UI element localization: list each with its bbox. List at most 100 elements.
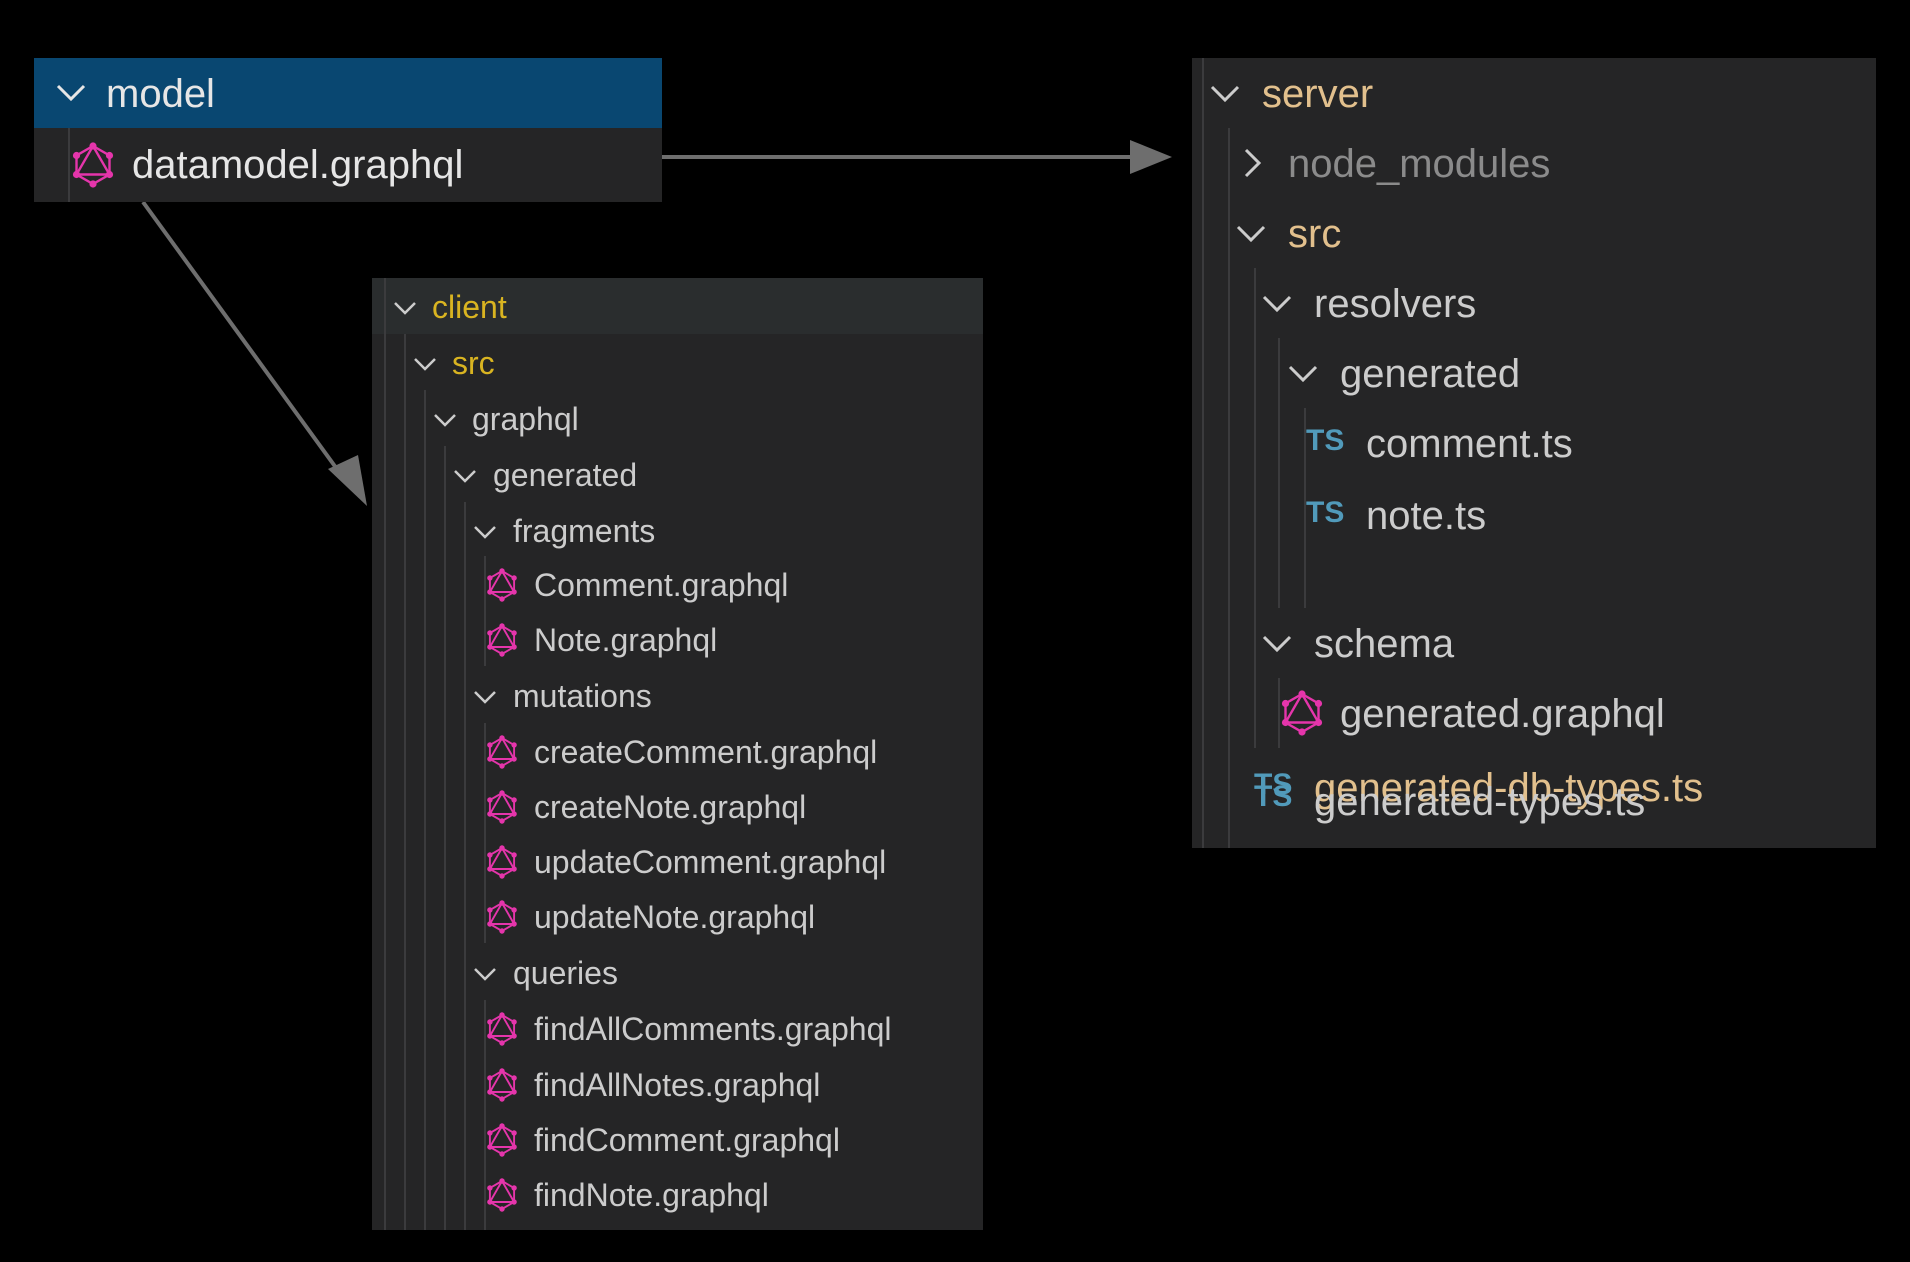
graphql-icon [487,1012,517,1046]
file-label: findAllNotes.graphql [534,1067,821,1103]
indent-guide [464,502,466,1230]
indent-guide [1278,678,1280,748]
tree-item-file[interactable]: TS generated-db-types.ts [1192,748,1876,818]
tree-item-model[interactable]: model [34,58,662,128]
chevron-down-icon [56,84,86,102]
graphql-icon [487,845,517,879]
tree-item-src[interactable]: src [1192,198,1876,268]
folder-label: schema [1314,622,1455,666]
indent-guide [1304,408,1306,608]
file-label: Note.graphql [534,622,718,658]
chevron-down-icon [474,968,496,981]
arrowhead-client [328,455,367,506]
tree-item-client[interactable]: client [372,278,983,334]
folder-label: resolvers [1314,282,1477,326]
tree-item-file[interactable]: Note.graphql [372,611,983,667]
graphql-icon [72,142,114,188]
file-label: generated-types.ts [1314,780,1646,824]
graphql-icon [1281,690,1323,736]
model-explorer-panel: model datamodel.graphql [34,58,662,202]
hover-row-highlight [372,278,983,334]
file-label: createComment.graphql [534,734,878,770]
folder-label: mutations [513,678,652,714]
tree-item-server[interactable]: server [1192,58,1876,128]
tree-item-datamodel[interactable]: datamodel.graphql [34,128,662,200]
tree-item-graphql[interactable]: graphql [372,390,983,446]
tree-item-file[interactable]: TS comment.ts [1192,408,1876,478]
tree-item-file[interactable]: createNote.graphql [372,778,983,834]
folder-label: queries [513,955,618,991]
tree-item-generated[interactable]: generated [372,446,983,502]
indent-guide [484,1000,486,1230]
tree-item-file[interactable]: findNote.graphql [372,1166,983,1222]
graphql-icon [487,790,517,824]
folder-label: node_modules [1288,142,1551,186]
graphql-icon [487,900,517,934]
file-label: findNote.graphql [534,1177,769,1213]
server-explorer-panel: server node_modules src resolvers genera… [1192,58,1876,848]
arrow-to-client [141,200,352,489]
indent-guide [404,334,406,1230]
client-explorer-panel: client src graphql generated fragments C… [372,278,983,1230]
typescript-icon: TS [1306,496,1345,529]
tree-item-resolvers[interactable]: resolvers [1192,268,1876,338]
tree-item-file[interactable]: updateNote.graphql [372,888,983,944]
file-label: note.ts [1366,494,1487,538]
tree-item-file[interactable]: TS note.ts [1192,478,1876,548]
tree-item-file[interactable]: updateComment.graphql [372,833,983,889]
indent-guide [68,128,70,202]
tree-item-generated-types[interactable]: TS generated-types.ts [1192,778,1876,848]
tree-item-file[interactable]: generated.graphql [1192,678,1876,748]
typescript-icon: TS [1254,768,1293,801]
chevron-down-icon [434,414,456,427]
indent-guide [424,390,426,1230]
folder-label: graphql [472,401,579,437]
typescript-icon: TS [1306,424,1345,457]
tree-item-file[interactable]: Comment.graphql [372,556,983,612]
folder-label: server [1262,72,1374,116]
graphql-icon [487,568,517,602]
folder-label: client [432,289,507,325]
tree-item-file[interactable]: findComment.graphql [372,1111,983,1167]
typescript-icon: TS [1254,780,1293,813]
folder-label: model [106,72,215,116]
file-label: updateNote.graphql [534,899,816,935]
indent-guide [384,278,386,1230]
chevron-down-icon [474,526,496,539]
file-label: createNote.graphql [534,789,807,825]
tree-item-queries[interactable]: queries [372,944,983,1000]
tree-item-file[interactable]: findAllComments.graphql [372,1000,983,1056]
file-label: comment.ts [1366,422,1573,466]
graphql-icon [487,735,517,769]
tree-item-generated[interactable]: generated [1192,338,1876,408]
folder-label: generated [1340,352,1521,396]
chevron-down-icon [454,470,476,483]
indent-guide [484,556,486,666]
tree-item-src[interactable]: src [372,334,983,390]
file-label: datamodel.graphql [132,143,464,187]
chevron-down-icon [1236,225,1266,243]
file-label: findComment.graphql [534,1122,840,1158]
tree-item-schema[interactable]: schema [1192,608,1876,678]
tree-item-mutations[interactable]: mutations [372,667,983,723]
tree-item-file[interactable]: findAllNotes.graphql [372,1056,983,1112]
file-label: updateComment.graphql [534,844,887,880]
chevron-down-icon [474,691,496,704]
indent-guide [1254,268,1256,748]
folder-label: src [1288,212,1342,256]
indent-guide [1202,58,1204,848]
tree-item-fragments[interactable]: fragments [372,502,983,558]
arrowhead-server [1130,140,1172,174]
selected-row-highlight [34,58,662,128]
tree-item-node-modules[interactable]: node_modules [1192,128,1876,198]
file-label: Comment.graphql [534,567,789,603]
tree-item-file[interactable]: createComment.graphql [372,723,983,779]
indent-guide [444,446,446,1230]
file-label: generated-db-types.ts [1314,766,1704,810]
folder-label: generated [493,457,638,493]
chevron-down-icon [394,302,416,315]
graphql-icon [487,1178,517,1212]
chevron-down-icon [1262,635,1292,653]
graphql-icon [487,623,517,657]
